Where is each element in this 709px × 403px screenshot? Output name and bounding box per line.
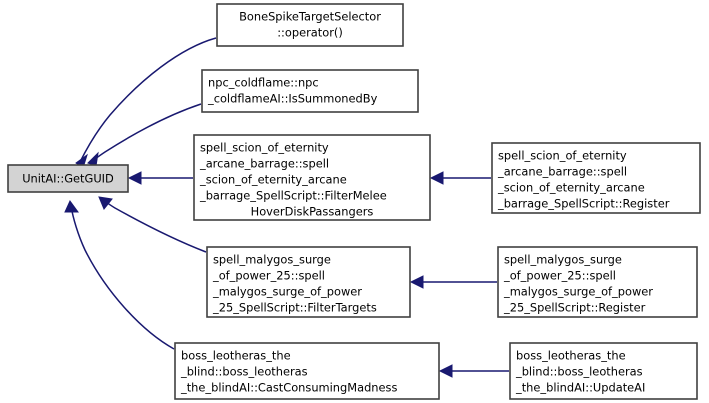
node-leotheras-update-box[interactable] [509,342,698,400]
node-scion-filter-line-2: _arcane_barrage::spell [199,157,329,171]
node-malygos-filter-line-1: spell_malygos_surge [213,253,331,267]
edge-scion-filter-arrowhead [127,171,142,185]
node-malygos-filter-line-2: _of_power_25::spell [212,269,325,283]
node-malygos-register-line-4: _25_SpellScript::Register [503,301,646,315]
node-malygos-register-line-1: spell_malygos_surge [504,253,622,267]
edge-malygos-filter-arrowhead [98,196,113,210]
edge-leotheras-cast-to-root [64,200,175,350]
edge-leotheras-update-to-cast [438,364,509,378]
edge-coldflame-path [91,103,202,162]
node-scion-filter-melee-hover-disk-passangers[interactable]: spell_scion_of_eternity _arcane_barrage:… [193,134,431,221]
node-leotheras-update-line-3: _the_blindAI::UpdateAI [515,381,645,395]
node-malygos-filter-targets[interactable]: spell_malygos_surge _of_power_25::spell … [206,246,411,318]
edge-scion-register-arrowhead [429,171,444,185]
node-bonespike-target-selector[interactable]: BoneSpikeTargetSelector ::operator() [216,3,404,47]
node-unitai-getguid-box[interactable] [7,164,129,193]
edge-scion-register-to-filter [429,171,491,185]
edge-layer [64,37,509,378]
node-malygos-register-box[interactable] [497,246,698,318]
node-leotheras-cast-consuming-madness[interactable]: boss_leotheras_the _blind::boss_leothera… [174,342,440,400]
node-leotheras-cast-line-2: _blind::boss_leotheras [180,365,308,379]
edge-bonespike-path [79,37,217,163]
node-unitai-getguid[interactable]: UnitAI::GetGUID [7,164,129,193]
node-npc-coldflame-line-2: _coldflameAI::IsSummonedBy [207,92,378,106]
node-malygos-filter-line-4: _25_SpellScript::FilterTargets [212,301,377,315]
edge-coldflame-arrowhead [87,151,99,167]
edge-coldflame-to-root [87,103,202,167]
node-malygos-filter-box[interactable] [206,246,411,318]
node-leotheras-cast-line-3: _the_blindAI::CastConsumingMadness [180,381,397,395]
node-malygos-filter-line-3: _malygos_surge_of_power [212,285,362,299]
node-npc-coldflame-box[interactable] [201,69,419,113]
edge-leotheras-cast-arrowhead [64,200,79,213]
node-scion-register-box[interactable] [491,142,701,214]
node-scion-filter-box[interactable] [193,134,431,221]
node-malygos-register[interactable]: spell_malygos_surge _of_power_25::spell … [497,246,698,318]
edge-leotheras-update-arrowhead [438,364,453,378]
node-leotheras-cast-box[interactable] [174,342,440,400]
node-scion-filter-line-1: spell_scion_of_eternity [200,141,329,155]
node-leotheras-updateai[interactable]: boss_leotheras_the _blind::boss_leothera… [509,342,698,400]
node-leotheras-cast-line-1: boss_leotheras_the [181,349,291,363]
node-scion-register-line-1: spell_scion_of_eternity [498,149,627,163]
node-bonespike-line-2: ::operator() [277,26,343,40]
edge-scion-filter-to-root [127,171,193,185]
edge-malygos-filter-path [102,199,207,253]
edge-malygos-register-to-filter [409,275,497,289]
node-leotheras-update-line-1: boss_leotheras_the [516,349,626,363]
node-unitai-getguid-label: UnitAI::GetGUID [22,172,114,186]
node-malygos-register-line-2: _of_power_25::spell [503,269,616,283]
node-scion-register-line-3: _scion_of_eternity_arcane [497,181,645,195]
node-scion-filter-line-3: _scion_of_eternity_arcane [199,173,347,187]
node-npc-coldflame-issummonedby[interactable]: npc_coldflame::npc _coldflameAI::IsSummo… [201,69,419,113]
node-scion-register-line-4: _barrage_SpellScript::Register [497,197,670,211]
node-leotheras-update-line-2: _blind::boss_leotheras [515,365,643,379]
edge-leotheras-cast-path [70,205,175,350]
edge-malygos-register-arrowhead [409,275,424,289]
node-scion-register[interactable]: spell_scion_of_eternity _arcane_barrage:… [491,142,701,214]
node-malygos-register-line-3: _malygos_surge_of_power [503,285,653,299]
node-bonespike-target-selector-box[interactable] [216,3,404,47]
node-layer: UnitAI::GetGUID BoneSpikeTargetSelector … [7,3,701,400]
edge-malygos-filter-to-root [98,196,207,253]
node-scion-filter-line-4: _barrage_SpellScript::FilterMelee [199,189,387,203]
node-bonespike-line-1: BoneSpikeTargetSelector [239,10,381,24]
node-scion-register-line-2: _arcane_barrage::spell [497,165,627,179]
node-npc-coldflame-line-1: npc_coldflame::npc [208,76,319,90]
node-scion-filter-line-5: HoverDiskPassangers [251,205,374,219]
